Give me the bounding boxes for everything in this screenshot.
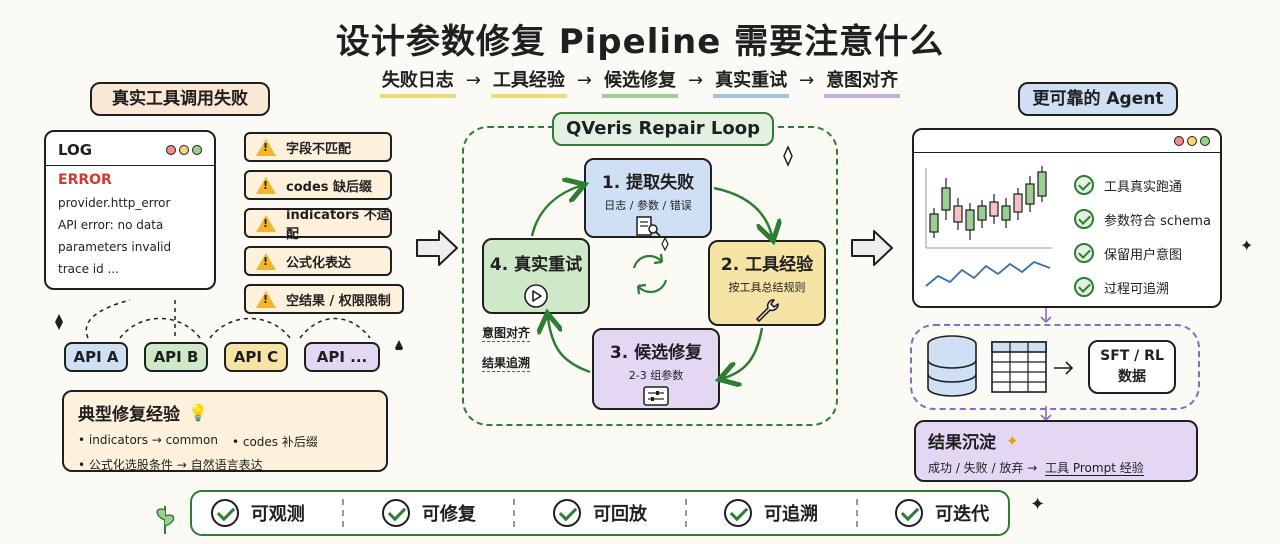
experience-line-1a: indicators → common xyxy=(88,433,218,447)
big-arrow-right-icon xyxy=(416,230,458,266)
agent-check-list: 工具真实跑通 参数符合 schema 保留用户意图 过程可追溯 xyxy=(1074,168,1211,304)
bottom-bar: 可观测 可修复 可回放 可追溯 可迭代 xyxy=(190,490,1010,536)
warning-item: 公式化表达 xyxy=(244,246,392,276)
warning-icon xyxy=(256,290,276,308)
check-item: 参数符合 schema xyxy=(1074,202,1211,236)
arrow-right-icon: → xyxy=(688,70,704,91)
principle-iterable: 可迭代 xyxy=(895,499,989,527)
warning-item: 空结果 / 权限限制 xyxy=(244,284,404,314)
experience-box: 典型修复经验 💡 • indicators → common • codes 补… xyxy=(62,390,388,472)
document-search-icon xyxy=(636,216,661,237)
check-item: 过程可追溯 xyxy=(1074,270,1211,304)
big-arrow-right-icon xyxy=(851,230,893,266)
api-links xyxy=(55,299,403,350)
check-icon xyxy=(1074,243,1094,263)
step-real-retry: 4. 真实重试 xyxy=(482,238,590,314)
sparkle-icon: ✦ xyxy=(1240,236,1254,255)
page-title: 设计参数修复 Pipeline 需要注意什么 xyxy=(335,22,945,62)
refresh-icon xyxy=(632,253,668,295)
warning-icon xyxy=(256,138,276,156)
sliders-icon xyxy=(643,386,669,406)
wrench-icon xyxy=(756,299,779,322)
check-circle-icon xyxy=(381,499,410,527)
result-sub: 成功 / 失败 / 放弃 → xyxy=(928,461,1038,475)
flow-step-3: 候选修复 xyxy=(602,66,678,98)
warning-list: 字段不匹配 codes 缺后缀 indicators 不适配 公式化表达 空结果… xyxy=(244,132,404,314)
check-icon xyxy=(1074,209,1094,229)
check-circle-icon xyxy=(895,499,924,527)
lightbulb-icon: 💡 xyxy=(188,403,208,422)
failure-tag: 真实工具调用失败 xyxy=(90,82,270,116)
log-line-3: parameters invalid xyxy=(58,240,172,254)
note-intent-align: 意图对齐 xyxy=(482,326,531,342)
warning-item: codes 缺后缀 xyxy=(244,170,392,200)
arrow-right-icon: → xyxy=(465,70,481,91)
api-a: API A xyxy=(64,342,128,372)
warning-item: indicators 不适配 xyxy=(244,208,392,242)
warning-item: 字段不匹配 xyxy=(244,132,392,162)
principle-observable: 可观测 xyxy=(210,499,305,527)
log-window: LOG ERROR provider.http_error API error:… xyxy=(44,130,216,290)
sft-rl-box: SFT / RL 数据 xyxy=(1088,340,1176,394)
flow-step-5: 意图对齐 xyxy=(824,66,901,98)
flow-step-4: 真实重试 xyxy=(713,66,790,98)
connector-arrows xyxy=(1040,308,1052,422)
candlestick-chart xyxy=(925,166,1052,287)
sparkle-icon: ✦ xyxy=(1006,431,1019,450)
window-dots-icon xyxy=(914,130,1220,152)
arrow-right-icon: → xyxy=(576,70,592,91)
window-dots-icon xyxy=(163,140,202,159)
check-circle-icon xyxy=(724,499,753,527)
step-candidate-repair: 3. 候选修复 2-3 组参数 xyxy=(592,328,720,410)
pipeline-flow: 失败日志 → 工具经验 → 候选修复 → 真实重试 → 意图对齐 xyxy=(0,66,1280,98)
api-b: API B xyxy=(144,342,208,372)
step-extract-failure: 1. 提取失败 日志 / 参数 / 错误 xyxy=(584,158,712,238)
sparkle-icon: ✦ xyxy=(1030,494,1046,515)
flow-step-1: 失败日志 xyxy=(379,66,456,98)
principle-repairable: 可修复 xyxy=(381,499,476,527)
log-line-1: provider.http_error xyxy=(58,196,171,210)
warning-icon xyxy=(256,176,276,194)
principle-replayable: 可回放 xyxy=(552,499,647,527)
principle-traceable: 可追溯 xyxy=(724,499,818,527)
log-line-4: trace id ... xyxy=(58,262,119,276)
warning-icon xyxy=(256,252,276,270)
result-sub2: 工具 Prompt 经验 xyxy=(1045,461,1144,476)
play-icon xyxy=(524,284,548,308)
check-circle-icon xyxy=(210,499,239,527)
arrow-right-icon: → xyxy=(799,70,815,91)
data-frame xyxy=(910,324,1200,410)
experience-line-1b: codes 补后缀 xyxy=(242,435,318,449)
database-table-icons xyxy=(927,335,1074,397)
experience-line-2: 公式化选股条件 → 自然语言表达 xyxy=(88,458,263,472)
log-title: LOG xyxy=(58,140,93,159)
check-icon xyxy=(1074,175,1094,195)
log-line-2: API error: no data xyxy=(58,218,164,232)
flow-step-2: 工具经验 xyxy=(490,66,567,98)
step-tool-experience: 2. 工具经验 按工具总结规则 xyxy=(708,240,826,326)
api-more: API ... xyxy=(304,342,380,372)
check-item: 保留用户意图 xyxy=(1074,236,1211,270)
log-error: ERROR xyxy=(58,172,112,188)
experience-title: 典型修复经验 xyxy=(78,405,180,425)
result-title: 结果沉淀 xyxy=(928,433,996,453)
loop-arrows xyxy=(530,145,793,426)
api-c: API C xyxy=(224,342,288,372)
check-icon xyxy=(1074,277,1094,297)
note-traceable: 结果追溯 xyxy=(482,356,531,372)
leaf-icon xyxy=(156,506,175,534)
warning-icon xyxy=(256,214,276,232)
check-item: 工具真实跑通 xyxy=(1074,168,1211,202)
result-box: 结果沉淀 ✦ 成功 / 失败 / 放弃 → 工具 Prompt 经验 xyxy=(914,420,1198,482)
repair-loop-title: QVeris Repair Loop xyxy=(552,112,774,146)
agent-tag: 更可靠的 Agent xyxy=(1018,82,1178,116)
dashboard-window xyxy=(912,128,1222,308)
check-circle-icon xyxy=(552,499,581,527)
